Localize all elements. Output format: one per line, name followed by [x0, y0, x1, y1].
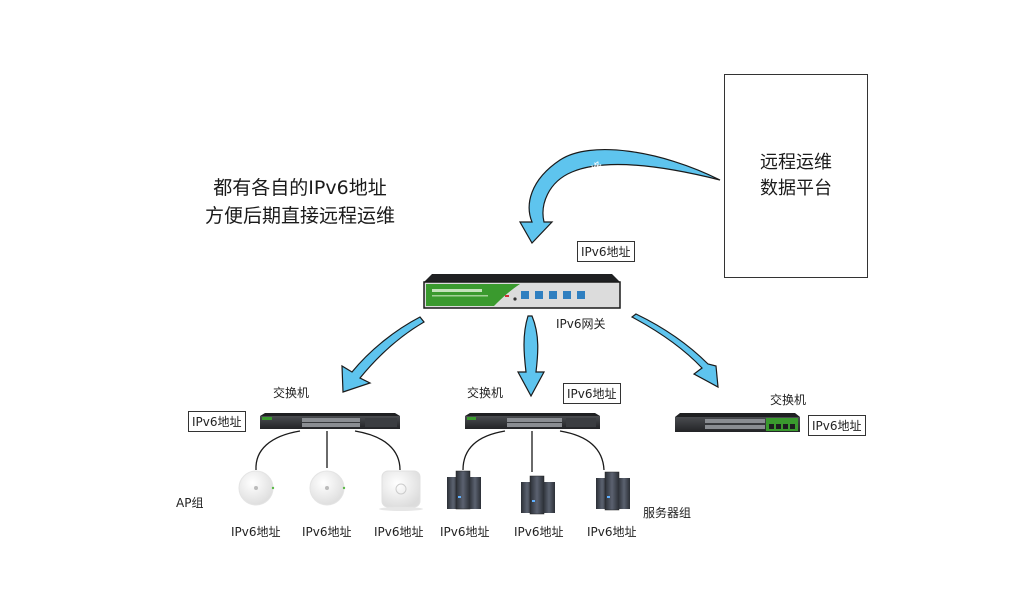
platform-line-1: 远程运维: [760, 152, 832, 173]
platform-line-2: 数据平台: [760, 178, 832, 199]
switch-left-name: 交换机: [273, 386, 310, 400]
ap-cables: [255, 430, 401, 471]
headline-line-1: 都有各自的IPv6地址: [213, 177, 387, 199]
server-group-label: 服务器组: [643, 506, 692, 520]
arrow-to-switch-middle: [516, 315, 546, 398]
remote-ops-platform[interactable]: 远程运维 数据平台: [724, 74, 868, 278]
switch-right[interactable]: [675, 413, 800, 432]
server-1-address: IPv6地址: [440, 525, 490, 539]
server-3-address: IPv6地址: [587, 525, 637, 539]
ap-device-3[interactable]: [379, 470, 423, 511]
switch-middle-address: IPv6地址: [563, 383, 621, 404]
headline: 都有各自的IPv6地址 方便后期直接远程运维: [185, 174, 415, 230]
server-cables: [462, 430, 605, 472]
ap-group-label: AP组: [176, 496, 204, 510]
gateway-address-label: IPv6地址: [577, 241, 635, 262]
switch-left[interactable]: [260, 413, 400, 429]
switch-right-address: IPv6地址: [808, 415, 866, 436]
switch-middle-name: 交换机: [467, 386, 504, 400]
server-rack-3[interactable]: [596, 471, 630, 511]
server-2-address: IPv6地址: [514, 525, 564, 539]
arrow-to-switch-left: [341, 316, 425, 393]
ap-device-1[interactable]: [238, 470, 275, 506]
headline-line-2: 方便后期直接远程运维: [204, 205, 395, 227]
server-rack-1[interactable]: [447, 470, 481, 510]
switch-middle[interactable]: [465, 413, 600, 429]
arrow-to-switch-right: [630, 313, 719, 389]
switch-right-name: 交换机: [770, 393, 807, 407]
ap-1-address: IPv6地址: [231, 525, 281, 539]
server-rack-2[interactable]: [521, 475, 555, 515]
ap-3-address: IPv6地址: [374, 525, 424, 539]
switch-left-address: IPv6地址: [188, 411, 246, 432]
ap-device-2[interactable]: [309, 470, 346, 506]
ap-2-address: IPv6地址: [302, 525, 352, 539]
gateway-name-label: IPv6网关: [556, 317, 606, 331]
gateway-device[interactable]: [423, 274, 621, 309]
network-arrow: [518, 148, 721, 244]
